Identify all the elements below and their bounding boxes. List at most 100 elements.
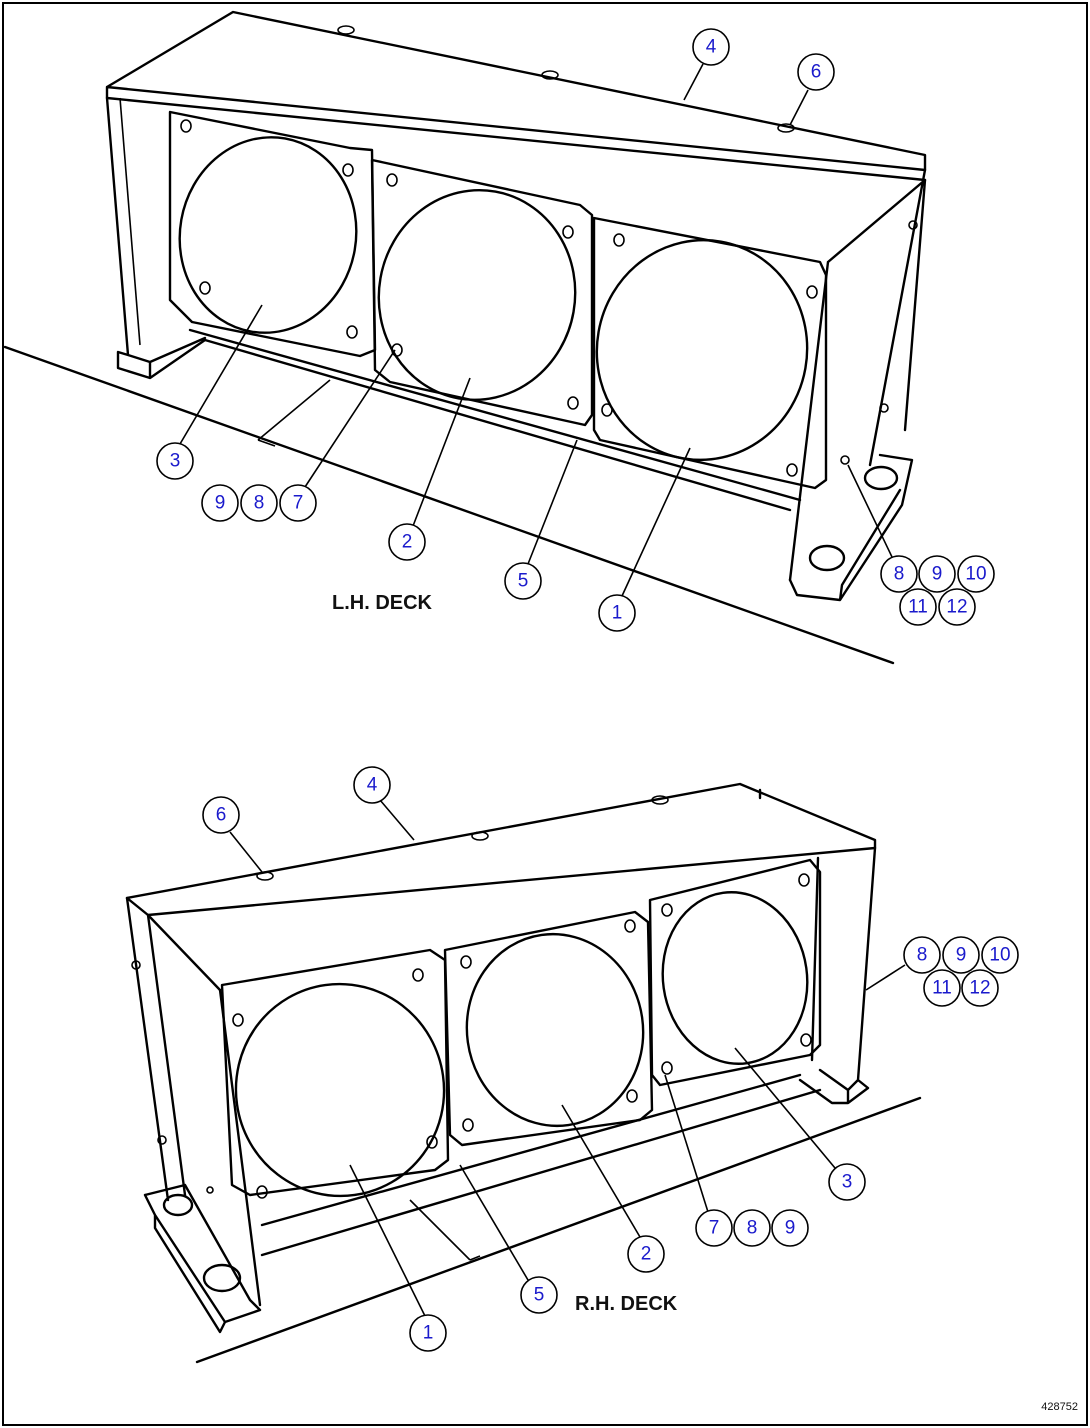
rh-leader-5 (459, 1164, 529, 1281)
callout-bubble: 2 (627, 1235, 665, 1273)
lh-shroud-bolt (199, 281, 211, 295)
lh-side-bolt (879, 403, 889, 413)
lh-cover-bolt (337, 25, 355, 35)
callout-number: 6 (216, 805, 227, 826)
rh-shroud-2 (443, 910, 654, 1147)
callout-bubble: 1 (409, 1314, 447, 1352)
rh-deck-floor-line (195, 1096, 922, 1364)
callout-number: 1 (612, 603, 623, 624)
rh-cover-bolt (256, 871, 274, 881)
rh-shroud-1 (220, 948, 450, 1197)
callout-bubble: 5 (504, 562, 542, 600)
rh-shroud-bolt (256, 1185, 268, 1199)
callout-bubble: 8 (880, 555, 918, 593)
rh-leader-6 (229, 831, 263, 873)
callout-bubble: 8 (733, 1209, 771, 1247)
callout-number: 9 (956, 945, 967, 966)
lh-leader-4 (683, 63, 704, 101)
callout-bubble: 1 (598, 594, 636, 632)
lh-leader-1 (621, 447, 691, 597)
lh-shroud-1 (592, 216, 828, 490)
lh-fan-1 (595, 238, 809, 462)
lh-right-foot (788, 453, 914, 602)
callout-number: 6 (811, 62, 822, 83)
rh-leader-1 (349, 1164, 426, 1317)
callout-number: 8 (254, 493, 265, 514)
callout-number: 9 (785, 1218, 796, 1239)
rh-fan-2 (465, 932, 645, 1128)
rh-leader-4 (379, 799, 415, 841)
callout-number: 8 (917, 945, 928, 966)
rh-shroud-bolt (460, 955, 472, 969)
rh-shroud-bolt (462, 1118, 474, 1132)
callout-bubble: 9 (771, 1209, 809, 1247)
rh-shroud-bolt (232, 1013, 244, 1027)
lh-shroud-bolt (601, 403, 613, 417)
lh-fan-2 (377, 189, 577, 401)
lh-side-bolt (840, 455, 850, 465)
lh-deck-plate (257, 379, 331, 447)
callout-bubble: 9 (201, 484, 239, 522)
lh-left-leg-edge (119, 97, 141, 346)
rh-foot-bolt (162, 1193, 194, 1217)
lh-shroud-bolt (562, 225, 574, 239)
rh-deck-plate (409, 1199, 481, 1261)
callout-number: 7 (709, 1218, 720, 1239)
rh-deck-label: R.H. DECK (575, 1293, 678, 1315)
lh-front-bottom (188, 328, 802, 512)
lh-shroud-bolt (806, 285, 818, 299)
rh-front-bottom (260, 1073, 822, 1257)
lh-shroud-bolt (342, 163, 354, 177)
lh-shroud-bolt (567, 396, 579, 410)
callout-number: 3 (842, 1172, 853, 1193)
callout-number: 8 (747, 1218, 758, 1239)
rh-deck-assembly (125, 782, 922, 1364)
lh-deck-label: L.H. DECK (332, 592, 433, 614)
lh-fan-3 (178, 136, 358, 334)
callout-number: 12 (969, 978, 990, 999)
callout-bubble: 9 (942, 936, 980, 974)
lh-leader-5 (527, 439, 578, 565)
lh-foot-bolt (808, 544, 846, 572)
callout-bubble: 10 (981, 936, 1019, 974)
callout-bubble: 5 (520, 1276, 558, 1314)
callout-number: 3 (170, 451, 181, 472)
rh-side-bolt (131, 960, 141, 970)
callout-bubble: 12 (938, 588, 976, 626)
rh-top-cover (125, 782, 877, 992)
callout-number: 10 (965, 564, 986, 585)
callout-bubble: 11 (923, 969, 961, 1007)
lh-leader-2 (412, 377, 471, 527)
lh-shroud-3 (168, 110, 377, 358)
rh-shroud-bolt (798, 873, 810, 887)
callout-number: 11 (908, 597, 928, 618)
callout-bubble: 8 (903, 936, 941, 974)
callout-number: 10 (989, 945, 1010, 966)
rh-left-end (125, 896, 262, 1307)
lh-left-leg (105, 96, 207, 380)
callout-number: 4 (706, 37, 717, 58)
callout-number: 12 (946, 597, 967, 618)
lh-foot-bolt (863, 465, 899, 491)
rh-side-bolt (157, 1135, 167, 1145)
callout-bubble: 10 (957, 555, 995, 593)
lh-side-bolt (908, 220, 918, 230)
lh-leader-6 (789, 89, 809, 126)
callout-number: 5 (518, 571, 529, 592)
lh-shroud-bolt (613, 233, 625, 247)
callout-bubble: 4 (353, 766, 391, 804)
lh-leader-7 (304, 349, 396, 488)
callout-bubble: 2 (388, 523, 426, 561)
lh-cover-bolt (541, 70, 559, 80)
rh-shroud-3 (648, 858, 822, 1087)
lh-deck-assembly (3, 10, 927, 665)
rh-side-bolt (206, 1186, 214, 1194)
callout-number: 2 (641, 1244, 652, 1265)
lh-callouts: 4 6 3 9 8 7 2 5 1 8 9 10 11 12 (156, 28, 995, 632)
callout-bubble: 7 (279, 484, 317, 522)
callout-bubble: 12 (961, 969, 999, 1007)
figure-number: 428752 (1041, 1401, 1078, 1413)
rh-leader-7 (664, 1074, 709, 1213)
callout-number: 5 (534, 1285, 545, 1306)
rh-shroud-bolt (426, 1135, 438, 1149)
